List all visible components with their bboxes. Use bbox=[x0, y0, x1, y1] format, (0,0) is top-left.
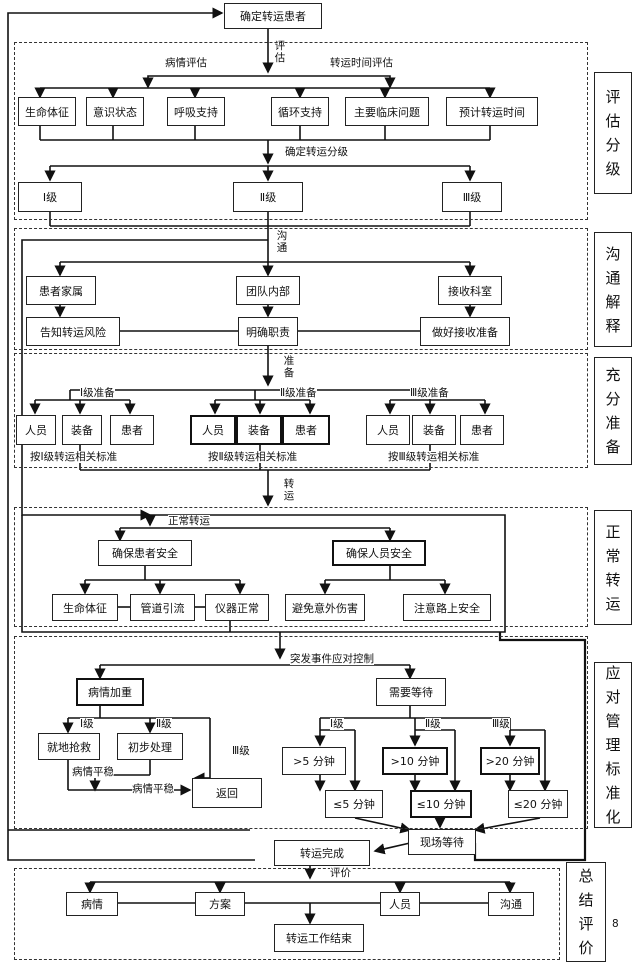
wait-grade-2: Ⅱ级 bbox=[425, 718, 441, 730]
worse-grade-2: Ⅱ级 bbox=[156, 718, 172, 730]
section-transport bbox=[14, 507, 588, 627]
prep-1-staff: 人员 bbox=[16, 415, 56, 445]
comm-action-receive-prep: 做好接收准备 bbox=[420, 317, 510, 346]
comm-target-receiving: 接收科室 bbox=[438, 276, 502, 305]
comm-action-duties: 明确职责 bbox=[238, 317, 298, 346]
grade-2: Ⅱ级 bbox=[233, 182, 303, 212]
ensure-patient-safety: 确保患者安全 bbox=[98, 540, 192, 566]
worse-grade-1: Ⅰ级 bbox=[80, 718, 94, 730]
emergency-label: 突发事件应对控制 bbox=[290, 653, 374, 665]
grade-3: Ⅲ级 bbox=[442, 182, 502, 212]
grade-label: 确定转运分级 bbox=[285, 146, 348, 158]
eval-edge-label: 评估 bbox=[274, 40, 286, 64]
side-label-communication: 沟通解释 bbox=[594, 232, 632, 347]
right-eval-label: 转运时间评估 bbox=[330, 57, 393, 69]
stable-label-2: 病情平稳 bbox=[132, 783, 174, 795]
prep-3-standard: 按Ⅲ级转运相关标准 bbox=[388, 451, 480, 463]
summary-communication: 沟通 bbox=[488, 892, 534, 916]
condition-worsens: 病情加重 bbox=[76, 678, 144, 706]
wait-grade-1: Ⅰ级 bbox=[330, 718, 344, 730]
summary-plan: 方案 bbox=[195, 892, 245, 916]
prep-1-standard: 按Ⅰ级转运相关标准 bbox=[30, 451, 118, 463]
section-emergency bbox=[14, 636, 588, 829]
communication-edge-label: 沟通 bbox=[276, 230, 288, 254]
prep-group-3-title: Ⅲ级准备 bbox=[410, 387, 449, 399]
section-communication bbox=[14, 228, 588, 350]
staff-road-safety: 注意路上安全 bbox=[403, 594, 491, 621]
onsite-rescue: 就地抢救 bbox=[38, 733, 100, 760]
assess-item-transfer-time: 预计转运时间 bbox=[446, 97, 538, 126]
need-to-wait: 需要等待 bbox=[376, 678, 446, 706]
prep-3-patient: 患者 bbox=[460, 415, 504, 445]
comm-target-family: 患者家属 bbox=[26, 276, 96, 305]
assess-item-respiratory: 呼吸支持 bbox=[167, 97, 225, 126]
summary-staff: 人员 bbox=[380, 892, 420, 916]
start-node: 确定转运患者 bbox=[224, 3, 322, 29]
onsite-wait: 现场等待 bbox=[408, 829, 476, 855]
normal-transport-label: 正常转运 bbox=[168, 515, 210, 527]
assess-item-circulatory: 循环支持 bbox=[271, 97, 329, 126]
transport-edge-label: 转运 bbox=[283, 478, 295, 502]
assess-item-clinical-problem: 主要临床问题 bbox=[345, 97, 429, 126]
patient-drainage: 管道引流 bbox=[130, 594, 195, 621]
ensure-staff-safety: 确保人员安全 bbox=[332, 540, 426, 566]
comm-action-risk: 告知转运风险 bbox=[26, 317, 120, 346]
preparation-edge-label: 准备 bbox=[283, 355, 295, 379]
side-label-summary: 总结评价 bbox=[566, 862, 606, 962]
page-number: 8 bbox=[612, 918, 619, 930]
comm-target-team: 团队内部 bbox=[236, 276, 300, 305]
side-label-preparation: 充分准备 bbox=[594, 357, 632, 465]
wait-le-10: ≤10 分钟 bbox=[410, 790, 472, 818]
prep-2-standard: 按Ⅱ级转运相关标准 bbox=[208, 451, 298, 463]
summary-condition: 病情 bbox=[66, 892, 118, 916]
wait-le-5: ≤5 分钟 bbox=[325, 790, 383, 818]
wait-gt-10: >10 分钟 bbox=[382, 747, 448, 775]
worse-grade-3: Ⅲ级 bbox=[232, 745, 250, 757]
prep-3-equipment: 装备 bbox=[412, 415, 456, 445]
section-assessment bbox=[14, 42, 588, 220]
prep-1-equipment: 装备 bbox=[62, 415, 102, 445]
prep-2-staff: 人员 bbox=[190, 415, 236, 445]
initial-treatment: 初步处理 bbox=[117, 733, 183, 760]
transfer-work-ends: 转运工作结束 bbox=[274, 924, 364, 952]
transfer-complete: 转运完成 bbox=[274, 840, 370, 866]
side-label-assessment: 评估分级 bbox=[594, 72, 632, 194]
assess-item-consciousness: 意识状态 bbox=[86, 97, 144, 126]
prep-group-2-title: Ⅱ级准备 bbox=[280, 387, 317, 399]
prep-3-staff: 人员 bbox=[366, 415, 410, 445]
wait-le-20: ≤20 分钟 bbox=[508, 790, 568, 818]
patient-equipment-ok: 仪器正常 bbox=[205, 594, 269, 621]
prep-2-equipment: 装备 bbox=[236, 415, 282, 445]
side-label-emergency: 应对管理标准化 bbox=[594, 662, 632, 828]
wait-gt-20: >20 分钟 bbox=[480, 747, 540, 775]
patient-vital-signs: 生命体征 bbox=[52, 594, 118, 621]
prep-group-1-title: Ⅰ级准备 bbox=[80, 387, 115, 399]
evaluation-edge-label: 评价 bbox=[330, 867, 351, 879]
prep-1-patient: 患者 bbox=[110, 415, 154, 445]
assess-item-vital-signs: 生命体征 bbox=[18, 97, 76, 126]
side-label-transport: 正常转运 bbox=[594, 510, 632, 625]
staff-avoid-injury: 避免意外伤害 bbox=[285, 594, 365, 621]
prep-2-patient: 患者 bbox=[282, 415, 330, 445]
stable-label-1: 病情平稳 bbox=[72, 766, 114, 778]
grade-1: Ⅰ级 bbox=[18, 182, 82, 212]
return-node: 返回 bbox=[192, 778, 262, 808]
section-summary bbox=[14, 868, 560, 960]
wait-grade-3: Ⅲ级 bbox=[492, 718, 510, 730]
section-preparation bbox=[14, 353, 588, 468]
wait-gt-5: >5 分钟 bbox=[282, 747, 346, 775]
left-eval-label: 病情评估 bbox=[165, 57, 207, 69]
